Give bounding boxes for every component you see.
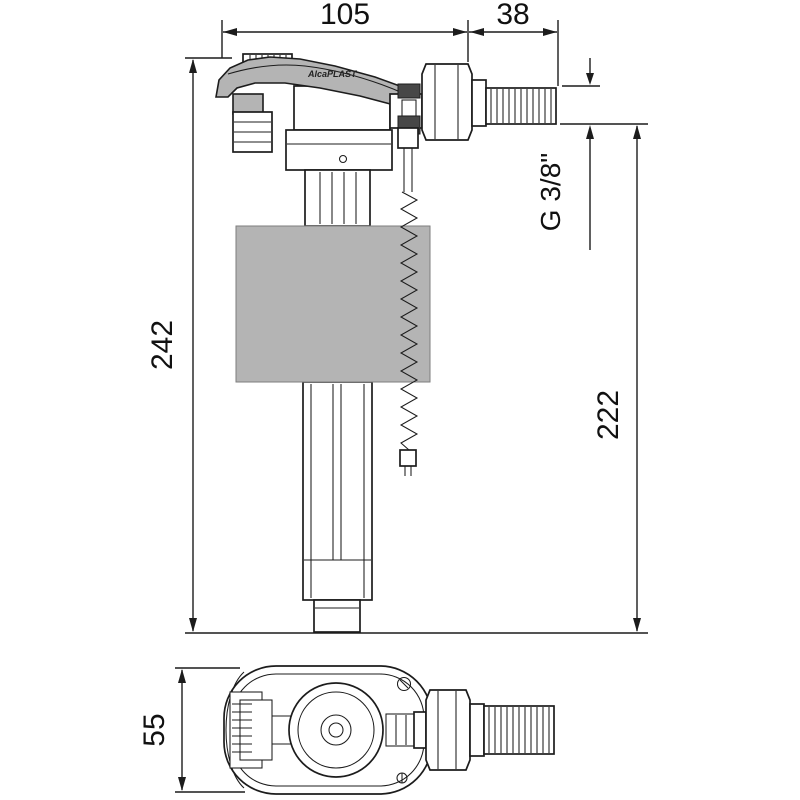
shutoff-bracket xyxy=(232,111,273,153)
dim-label-55: 55 xyxy=(138,713,171,746)
valve-lower-body xyxy=(302,381,373,633)
valve-neck xyxy=(304,169,371,227)
dim-label-105: 105 xyxy=(320,0,370,31)
dim-label-thread: G 3/8" xyxy=(535,153,566,231)
dim-label-222: 222 xyxy=(592,390,625,440)
dimension-total-height: 242 xyxy=(146,57,648,634)
dimension-arm-length: 105 xyxy=(221,0,469,62)
mounting-nut xyxy=(421,63,473,141)
dim-label-38: 38 xyxy=(496,0,529,31)
dimension-install-height: 222 xyxy=(560,123,648,632)
dimension-thread-size: G 3/8" xyxy=(535,58,600,250)
dimension-shank-length: 38 xyxy=(469,0,559,86)
dimension-body-depth: 55 xyxy=(138,667,245,793)
brand-logo-text: AlcaPLAST xyxy=(307,69,358,79)
valve-top-view xyxy=(223,665,433,795)
dim-label-242: 242 xyxy=(146,320,179,370)
flexible-hose-spring xyxy=(397,127,419,476)
top-view-shank-assembly xyxy=(413,689,555,771)
threaded-shank xyxy=(471,79,557,127)
float-body xyxy=(235,225,431,383)
valve-head xyxy=(285,129,393,171)
